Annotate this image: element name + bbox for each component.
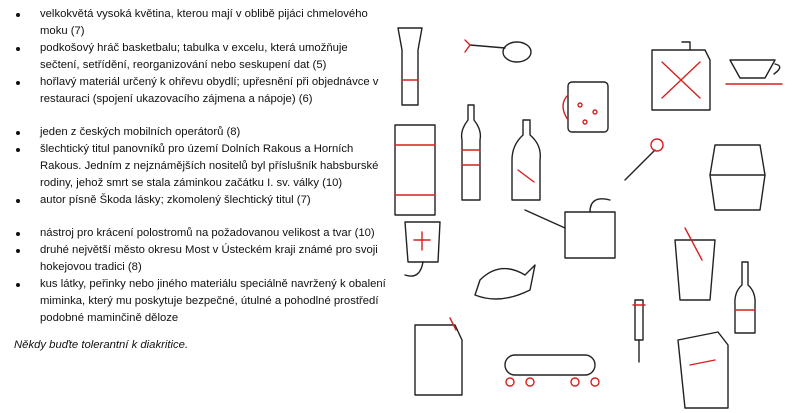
clue-item: hořlavý materiál určený k ohřevu obydlí;… — [14, 74, 389, 108]
straw-cocktail-stick-icon — [624, 138, 664, 181]
clue-item: podkošový hráč basketbalu; tabulka v exc… — [14, 40, 389, 74]
clue-item: šlechtický titul panovníků pro území Dol… — [14, 141, 389, 192]
watering-can-icon — [524, 198, 616, 259]
beer-mug-icon — [562, 81, 609, 133]
clue-item: autor písně Škoda lásky; zkomolený šlech… — [14, 192, 389, 209]
milk-carton-icon — [677, 331, 729, 409]
teacup-icon — [725, 59, 783, 85]
clue-group-2: jeden z českých mobilních operátorů (8) … — [14, 124, 389, 209]
clue-item: kus látky, peřinky nebo jiného materiálu… — [14, 276, 389, 327]
clue-item: jeden z českých mobilních operátorů (8) — [14, 124, 389, 141]
clue-group-3: nástroj pro krácení polostromů na požado… — [14, 225, 389, 327]
glass-with-straw-icon — [674, 227, 716, 301]
small-bottle-icon — [511, 119, 541, 201]
beer-keg-icon — [709, 144, 766, 211]
clue-list: velkokvětá vysoká květina, kterou mají v… — [14, 6, 389, 354]
neti-pot-icon — [474, 264, 536, 300]
clue-item: druhé největší město okresu Most v Ústec… — [14, 242, 389, 276]
soda-bottle-icon — [460, 104, 482, 201]
tipped-wine-glass-icon — [464, 39, 532, 63]
tall-glass-icon — [397, 27, 423, 106]
syringe-icon — [632, 299, 646, 363]
note-text: Někdy buďte tolerantní k diakritice. — [14, 339, 189, 351]
jerrycan-icon — [651, 41, 711, 111]
iv-bag-icon — [404, 221, 441, 277]
clue-item: nástroj pro krácení polostromů na požado… — [14, 225, 389, 242]
clue-group-1: velkokvětá vysoká květina, kterou mají v… — [14, 6, 389, 108]
barrel-icon — [394, 124, 436, 216]
log-on-wheels-icon — [504, 354, 600, 387]
drink-containers-illustration — [394, 27, 783, 409]
wine-bottle-icon — [734, 261, 756, 334]
canister-icon — [414, 317, 463, 396]
clue-item: velkokvětá vysoká květina, kterou mají v… — [14, 6, 389, 40]
